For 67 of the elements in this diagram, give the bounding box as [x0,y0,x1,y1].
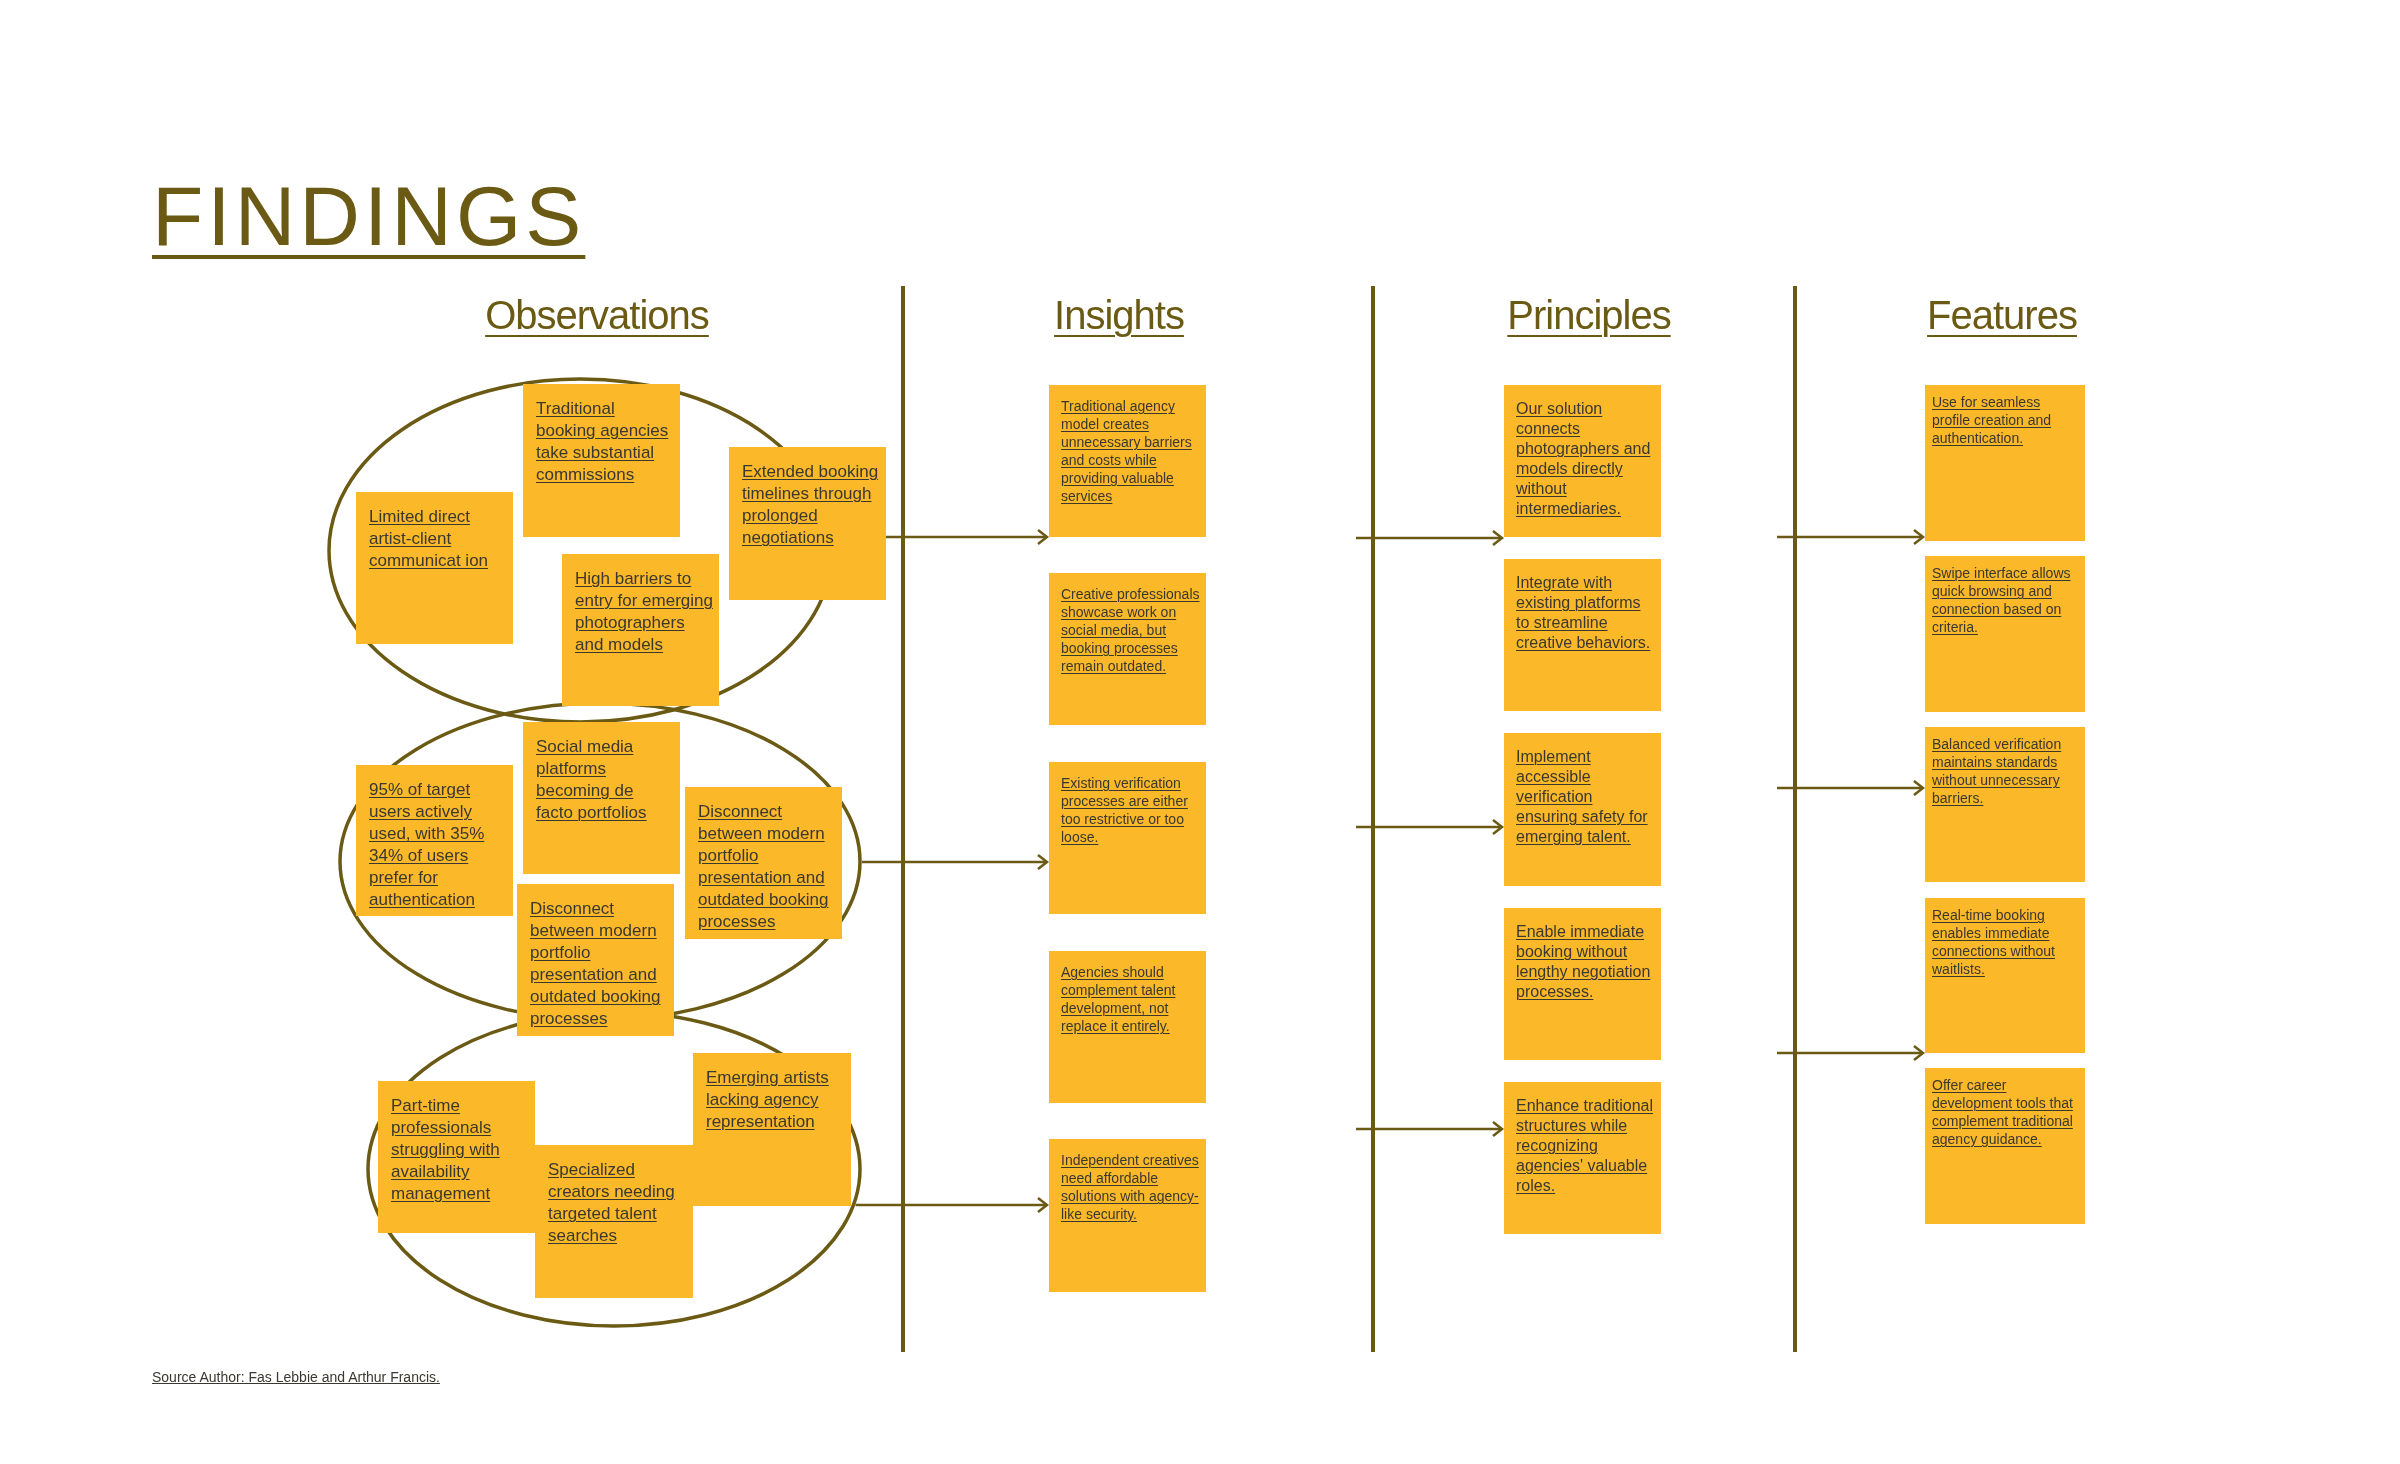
note-text: Traditional agency model creates unnecessary barriers and costs while providing valuable services [1061,397,1193,505]
sticky-note [356,765,513,916]
sticky-note [1504,559,1661,711]
sticky-note [1925,556,2085,712]
sticky-note [378,1081,535,1233]
sticky-note [1049,762,1206,914]
column-heading: Observations [485,292,709,339]
sticky-note [562,554,719,706]
sticky-note [1504,1082,1661,1234]
arrow [886,528,1049,546]
arrow [1777,779,1925,797]
note-text: Enable immediate booking without lengthy negotiation processes. [1516,922,1652,1002]
sticky-note [693,1053,851,1206]
sticky-note [1049,1139,1206,1292]
note-text: Existing verification processes are either too restrictive or too loose. [1061,774,1189,846]
arrow [1356,1120,1504,1138]
sticky-note [1049,573,1206,725]
sticky-note [1504,385,1661,537]
sticky-note [1925,898,2085,1053]
sticky-note [1504,908,1661,1060]
arrow [1777,1044,1925,1062]
sticky-note [517,884,674,1036]
note-text: Agencies should complement talent development, not replace it entirely. [1061,963,1177,1035]
sticky-note [535,1145,693,1298]
sticky-note [1925,727,2085,882]
sticky-note [523,722,680,874]
note-text: 95% of target users actively used, with 35% 34% of users prefer for authentication [369,779,486,911]
sticky-note [1504,733,1661,886]
note-text: Use for seamless profile creation and authentication. [1932,393,2053,447]
column-heading: Insights [1054,292,1184,339]
arrow [862,853,1049,871]
note-text: Integrate with existing platforms to streamline creative behaviors. [1516,573,1652,653]
sticky-note [523,384,680,537]
arrow [1356,529,1504,547]
note-text: Swipe interface allows quick browsing and connection based on criteria. [1932,564,2072,636]
note-text: Emerging artists lacking agency representation [706,1067,830,1133]
sticky-note [1925,1068,2085,1224]
note-text: Limited direct artist-client communicat ion [369,506,490,572]
note-text: Disconnect between modern portfolio presentation and outdated booking processes [530,898,662,1030]
note-text: Real-time booking enables immediate connections without waitlists. [1932,906,2056,978]
sticky-note [356,492,513,644]
sticky-note [1049,951,1206,1103]
arrow [855,1196,1049,1214]
note-text: Specialized creators needing targeted talent searches [548,1159,676,1247]
sticky-note [1925,385,2085,541]
note-text: Social media platforms becoming de facto portfolios [536,736,648,824]
note-text: Extended booking timelines through prolonged negotiations [742,461,880,549]
sticky-note [1049,385,1206,537]
note-text: Independent creatives need affordable solutions with agency-like security. [1061,1151,1200,1223]
sticky-note [685,787,842,939]
note-text: High barriers to entry for emerging photographers and models [575,568,713,656]
column-heading: Principles [1507,292,1671,339]
note-text: Disconnect between modern portfolio presentation and outdated booking processes [698,801,830,933]
note-text: Implement accessible verification ensuring safety for emerging talent. [1516,747,1649,847]
note-text: Our solution connects photographers and models directly without intermediaries. [1516,399,1652,519]
arrow [1777,528,1925,546]
note-text: Traditional booking agencies take substantial commissions [536,398,670,486]
note-text: Part-time professionals struggling with availability management [391,1095,501,1205]
page-title: FINDINGS [152,168,586,265]
note-text: Offer career development tools that complement traditional agency guidance. [1932,1076,2074,1148]
source-note: Source Author: Fas Lebbie and Arthur Francis. [152,1368,440,1386]
column-heading: Features [1927,292,2077,339]
arrow [1356,818,1504,836]
note-text: Creative professionals showcase work on social media, but booking processes remain outdated. [1061,585,1201,675]
note-text: Balanced verification maintains standards without unnecessary barriers. [1932,735,2063,807]
sticky-note [729,447,886,600]
note-text: Enhance traditional structures while recognizing agencies' valuable roles. [1516,1096,1654,1196]
